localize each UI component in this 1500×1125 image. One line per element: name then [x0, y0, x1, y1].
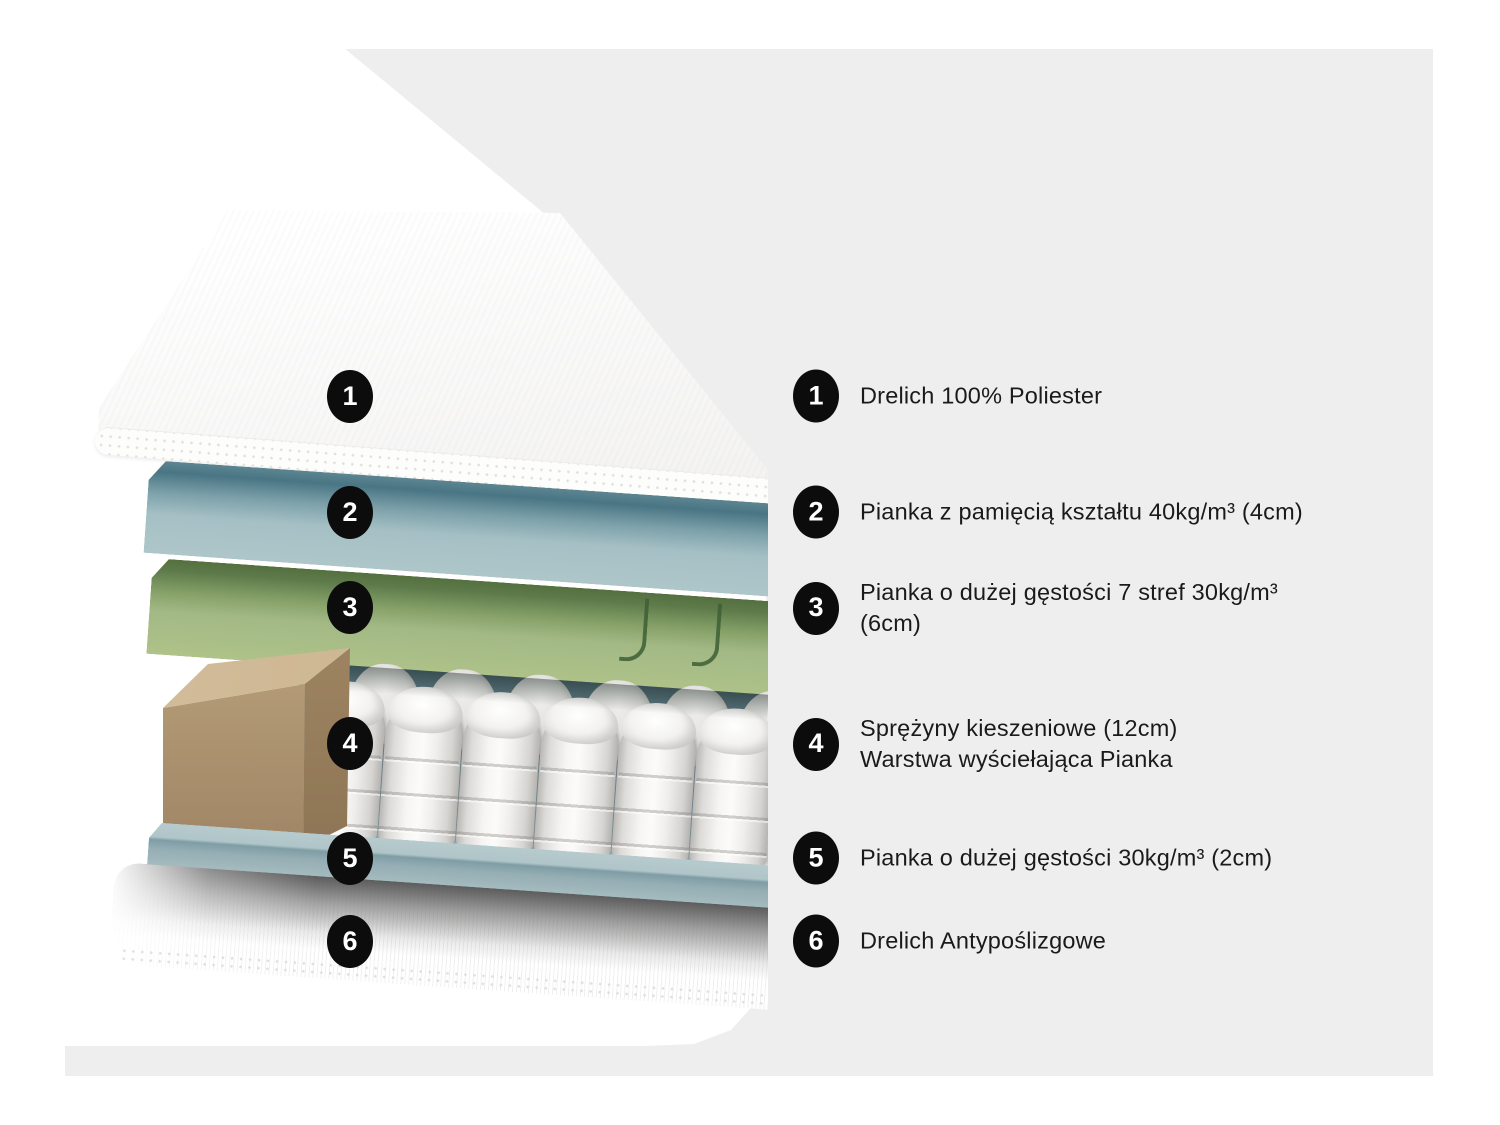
zone-cut-line [619, 597, 649, 663]
legend-text-4-line-1: Sprężyny kieszeniowe (12cm) [860, 715, 1178, 741]
legend-marker-1-number: 1 [808, 380, 824, 410]
legend-text-4: Sprężyny kieszeniowe (12cm) Warstwa wyśc… [860, 713, 1178, 775]
pocket-spring [689, 713, 768, 867]
legend-text-6: Drelich Antypoślizgowe [860, 926, 1106, 957]
legend-row-1: 1 Drelich 100% Poliester [793, 369, 1102, 423]
diagram-marker-5-number: 5 [342, 842, 358, 873]
legend-text-6-line-1: Drelich Antypoślizgowe [860, 927, 1107, 954]
legend-text-2-line-1: Pianka z pamięcią kształtu 40kg/m³ (4cm) [860, 498, 1303, 525]
legend-marker-6: 6 [793, 914, 839, 968]
diagram-marker-1-number: 1 [342, 380, 358, 411]
legend-marker-5: 5 [793, 831, 839, 885]
diagram-marker-3: 3 [327, 581, 373, 634]
legend-text-1: Drelich 100% Poliester [860, 381, 1102, 412]
zone-cut-line [692, 602, 722, 668]
legend-marker-1: 1 [793, 369, 839, 423]
legend-marker-4: 4 [793, 717, 839, 771]
legend-marker-4-number: 4 [808, 728, 824, 758]
legend-marker-2: 2 [793, 485, 839, 539]
diagram-marker-6: 6 [327, 915, 373, 968]
pocket-spring [533, 703, 621, 857]
pocket-spring [377, 692, 465, 846]
legend-text-3: Pianka o dużej gęstości 7 stref 30kg/m³ … [860, 577, 1278, 639]
diagram-marker-1: 1 [327, 370, 373, 423]
legend-marker-2-number: 2 [808, 496, 824, 526]
diagram-marker-2: 2 [327, 486, 373, 539]
legend-text-4-line-2: Warstwa wyściełająca Pianka [860, 746, 1173, 772]
legend-text-5-line-1: Pianka o dużej gęstości 30kg/m³ (2cm) [860, 844, 1273, 871]
legend-row-3: 3 Pianka o dużej gęstości 7 stref 30kg/m… [793, 577, 1278, 639]
diagram-marker-4: 4 [327, 717, 373, 770]
legend-text-1-line-1: Drelich 100% Poliester [860, 382, 1103, 409]
edge-support-foam-front [163, 684, 305, 848]
legend-row-6: 6 Drelich Antypoślizgowe [793, 914, 1106, 968]
diagram-marker-6-number: 6 [342, 925, 358, 956]
legend-row-4: 4 Sprężyny kieszeniowe (12cm) Warstwa wy… [793, 713, 1178, 775]
pocket-spring [611, 708, 699, 862]
pocket-spring [455, 697, 543, 851]
legend-marker-3: 3 [793, 581, 839, 635]
legend-marker-5-number: 5 [808, 842, 824, 872]
legend-marker-6-number: 6 [808, 925, 824, 955]
legend-marker-3-number: 3 [808, 592, 824, 622]
mattress-cross-section [0, 0, 768, 1125]
diagram-marker-5: 5 [327, 832, 373, 885]
legend-text-2: Pianka z pamięcią kształtu 40kg/m³ (4cm) [860, 497, 1303, 528]
legend-text-5: Pianka o dużej gęstości 30kg/m³ (2cm) [860, 843, 1272, 874]
legend-text-3-line-1: Pianka o dużej gęstości 7 stref 30kg/m³ [860, 579, 1278, 605]
diagram-marker-3-number: 3 [342, 591, 358, 622]
legend-row-2: 2 Pianka z pamięcią kształtu 40kg/m³ (4c… [793, 485, 1303, 539]
diagram-marker-2-number: 2 [342, 496, 358, 527]
legend-row-5: 5 Pianka o dużej gęstości 30kg/m³ (2cm) [793, 831, 1272, 885]
legend-text-3-line-2: (6cm) [860, 610, 922, 636]
diagram-marker-4-number: 4 [342, 727, 358, 758]
